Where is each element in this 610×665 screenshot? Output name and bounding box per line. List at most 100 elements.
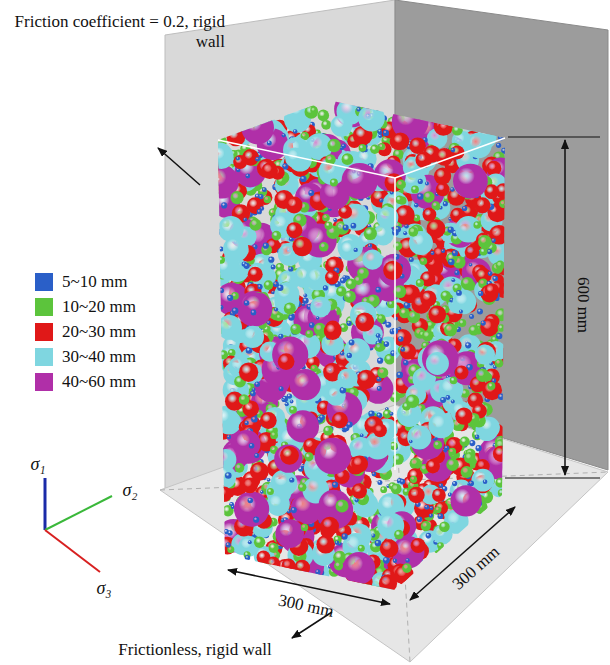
particle: [293, 129, 298, 134]
particle: [264, 280, 274, 290]
particle: [343, 552, 375, 584]
particle: [269, 543, 279, 553]
particle: [344, 291, 356, 303]
particle: [432, 201, 441, 210]
particle: [284, 302, 296, 314]
particle: [338, 368, 358, 388]
particle: [426, 533, 432, 539]
particle: [450, 187, 454, 191]
particle: [209, 145, 233, 169]
particle: [405, 558, 409, 562]
particle: [441, 291, 451, 301]
particle: [377, 358, 383, 364]
particle: [372, 472, 377, 477]
particle: [438, 513, 444, 519]
particle: [495, 478, 505, 488]
particle: [377, 512, 404, 539]
particle: [282, 559, 296, 573]
particle: [251, 416, 258, 423]
particle: [420, 291, 436, 307]
particle: [319, 415, 325, 421]
particle-assembly: [206, 91, 519, 597]
particle: [377, 367, 388, 378]
particle: [241, 112, 274, 145]
particle: [377, 314, 386, 323]
particle: [304, 452, 313, 461]
particle: [354, 248, 358, 252]
particle: [429, 506, 433, 510]
particle: [305, 330, 313, 338]
particle: [324, 221, 332, 229]
particle: [271, 265, 276, 270]
particle: [422, 340, 459, 377]
particle: [248, 263, 268, 283]
particle: [343, 225, 349, 231]
particle: [300, 176, 306, 182]
particle: [469, 314, 474, 319]
particle: [236, 156, 240, 160]
particle: [282, 133, 286, 137]
particle: [274, 307, 278, 311]
particle: [245, 555, 250, 560]
particle: [401, 347, 406, 352]
particle: [342, 533, 348, 539]
particle: [403, 360, 408, 365]
particle: [219, 350, 228, 359]
particle: [375, 540, 382, 547]
particle: [286, 197, 303, 214]
particle: [323, 426, 333, 436]
particle: [377, 386, 382, 391]
particle: [499, 200, 507, 208]
particle: [322, 214, 330, 222]
particle: [301, 524, 308, 531]
particle: [239, 394, 250, 405]
particle: [262, 187, 267, 192]
particle: [267, 140, 272, 145]
particle: [233, 430, 261, 458]
particle: [438, 120, 453, 135]
particle: [274, 444, 302, 472]
particle: [346, 279, 357, 290]
particle: [450, 377, 458, 385]
particle: [434, 117, 453, 136]
particle: [395, 205, 415, 225]
particle: [492, 276, 498, 282]
particle: [242, 326, 264, 348]
particle: [408, 227, 418, 237]
particle: [469, 440, 475, 446]
particle: [270, 431, 278, 439]
particle: [315, 438, 352, 475]
particle: [459, 310, 463, 314]
particle: [498, 489, 506, 497]
particle: [280, 446, 299, 465]
particle: [451, 278, 455, 282]
particle: [370, 145, 379, 154]
particle: [375, 287, 381, 293]
particle: [287, 393, 292, 398]
particle: [465, 245, 480, 260]
particle: [451, 148, 456, 153]
particle: [451, 399, 455, 403]
particle: [219, 305, 224, 310]
particle: [448, 227, 454, 233]
particle: [341, 144, 346, 149]
particle: [456, 290, 462, 296]
particle: [250, 462, 269, 481]
particle: [227, 295, 233, 301]
particle: [282, 398, 286, 402]
particle: [440, 397, 446, 403]
particle: [435, 506, 442, 513]
particle: [453, 164, 488, 199]
particle: [258, 194, 263, 199]
particle: [248, 498, 254, 504]
particle: [420, 257, 428, 265]
particle: [410, 458, 422, 470]
particle: [288, 266, 293, 271]
particle: [276, 314, 283, 321]
particle: [227, 435, 232, 440]
particle: [385, 322, 391, 328]
particle: [320, 517, 339, 536]
particle: [273, 281, 279, 287]
particle: [469, 325, 480, 336]
particle: [368, 411, 374, 417]
